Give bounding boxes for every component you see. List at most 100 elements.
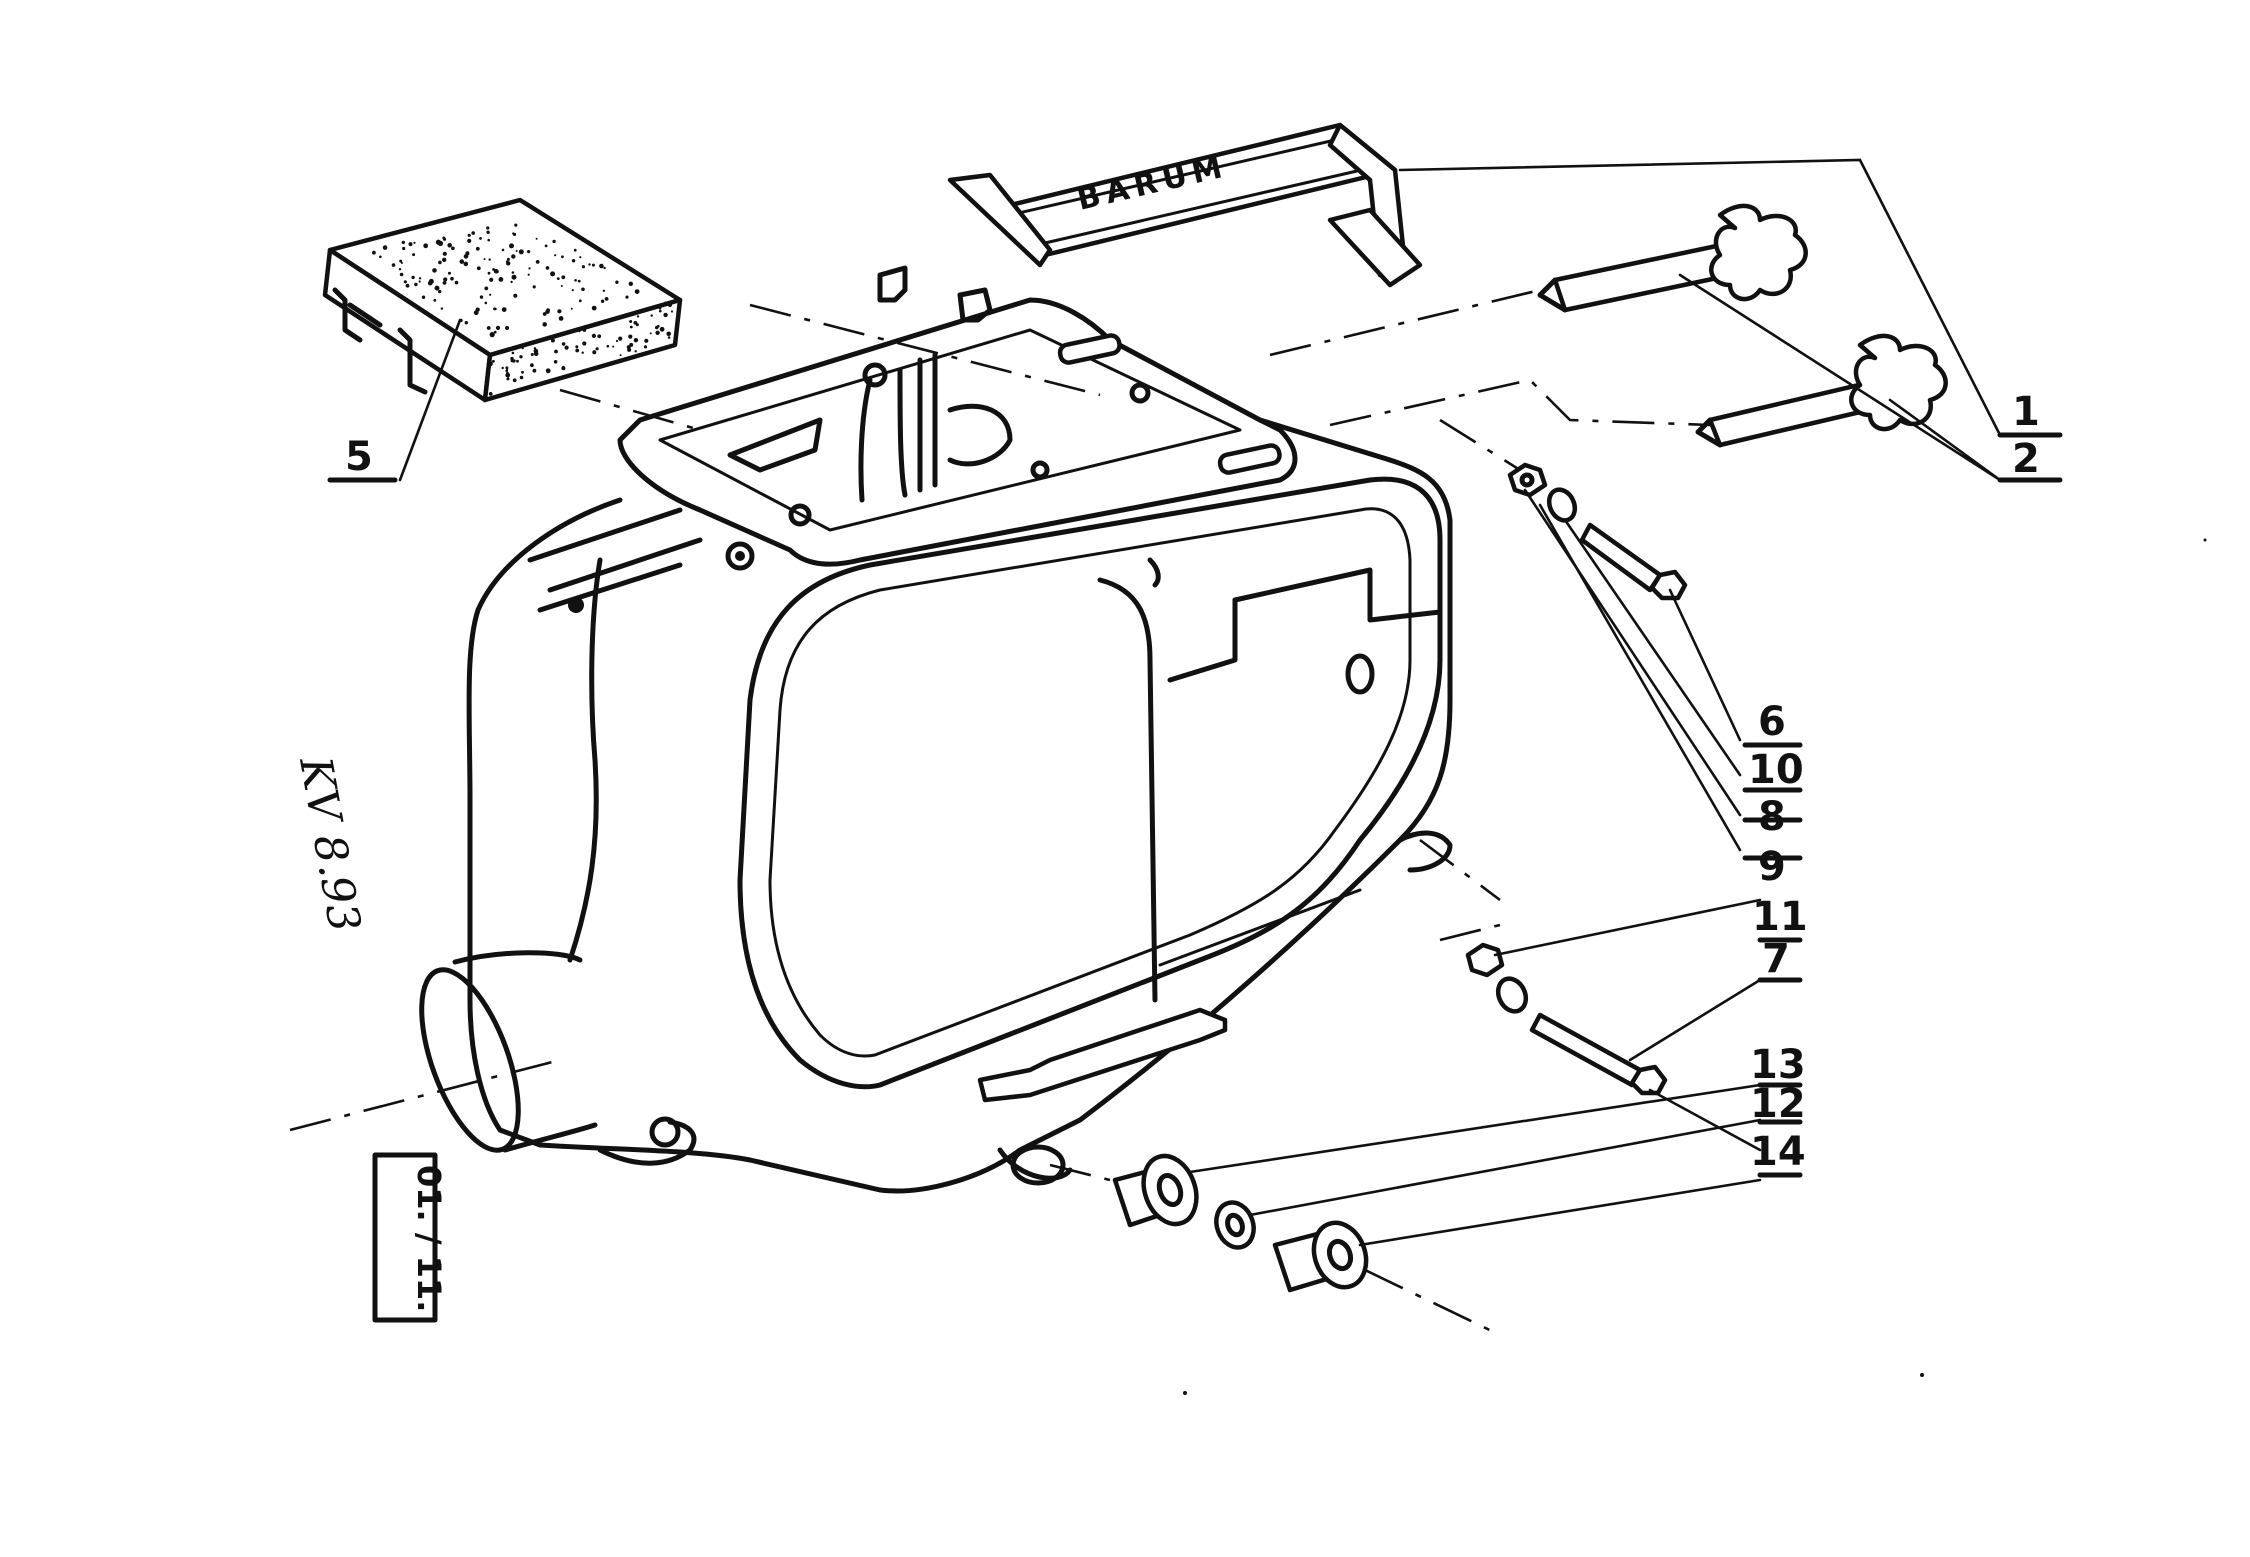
filter-speck <box>591 305 597 311</box>
filter-speck <box>546 308 549 311</box>
callout-8: 8 <box>1758 794 1786 840</box>
filter-speck <box>542 322 547 327</box>
filter-speck <box>533 351 539 357</box>
axis-lines <box>289 288 1711 1337</box>
filter-speck <box>467 238 472 243</box>
filter-speck <box>489 293 492 296</box>
filter-speck <box>561 342 566 346</box>
filter-speck <box>414 282 418 287</box>
filter-speck <box>486 326 491 330</box>
callout-14: 14 <box>1750 1129 1806 1175</box>
callout-7: 7 <box>1762 936 1790 982</box>
filter-speck <box>659 326 665 332</box>
barum-bracket: BARUM <box>947 122 1423 288</box>
filter-speck <box>434 285 440 291</box>
filter-speck <box>442 257 447 262</box>
filter-speck <box>487 238 491 242</box>
filter-speck <box>554 349 558 354</box>
filter-speck <box>487 271 491 275</box>
callout-13: 13 <box>1750 1042 1806 1088</box>
filter-speck <box>582 341 587 346</box>
filter-speck <box>450 276 454 281</box>
filter-speck <box>629 342 634 347</box>
filter-speck <box>454 280 459 285</box>
filter-speck <box>492 268 495 271</box>
knob-screw-lower <box>1695 333 1948 448</box>
filter-speck <box>629 325 633 329</box>
filter-speck <box>573 248 577 252</box>
filter-speck <box>628 334 633 339</box>
filter-speck <box>575 348 580 353</box>
filter-speck <box>488 258 491 261</box>
filter-speck <box>527 273 530 276</box>
filter-speck <box>418 280 421 283</box>
filter-speck <box>571 259 576 263</box>
filter-speck <box>577 279 581 283</box>
filter-pad <box>322 197 683 403</box>
filter-speck <box>513 293 518 298</box>
filter-speck <box>511 271 515 274</box>
filter-speck <box>644 338 649 343</box>
filter-speck <box>612 345 615 348</box>
filter-speck <box>464 321 468 325</box>
filter-speck <box>659 309 662 313</box>
callout-11: 11 <box>1752 894 1808 940</box>
filter-speck <box>511 254 516 259</box>
drawing-code-box: 01. / 11. <box>372 1152 448 1323</box>
filter-speck <box>488 361 493 367</box>
filter-speck <box>432 268 437 273</box>
filter-speck <box>413 241 416 244</box>
filter-speck <box>440 307 444 310</box>
filter-speck <box>511 274 517 280</box>
filter-speck <box>372 250 376 255</box>
filter-speck <box>655 325 659 330</box>
filter-speck <box>591 263 595 267</box>
filter-speck <box>521 370 524 374</box>
filter-speck <box>561 366 566 371</box>
filter-speck <box>595 347 599 351</box>
leader-lines <box>398 158 2002 1247</box>
filter-speck <box>581 265 586 269</box>
filter-speck <box>501 248 505 252</box>
filter-speck <box>545 266 550 270</box>
filter-speck <box>473 310 479 316</box>
filter-speck <box>412 253 416 257</box>
handwritten-signature: KV 8.93 <box>289 752 370 936</box>
filter-speck <box>604 297 609 301</box>
filter-speck <box>570 307 573 310</box>
filter-speck <box>560 285 563 287</box>
filter-speck <box>405 283 410 288</box>
filter-speck <box>552 239 556 244</box>
filter-speck <box>495 269 499 274</box>
filter-speckles <box>372 223 676 396</box>
filter-speck <box>581 287 585 292</box>
filter-speck <box>467 233 471 237</box>
filter-speck <box>401 240 405 245</box>
filter-speck <box>428 278 434 284</box>
filter-speck <box>530 353 534 356</box>
filter-speck <box>544 244 548 248</box>
filter-speck <box>634 350 637 353</box>
filter-speck <box>619 354 622 357</box>
filter-speck <box>615 280 619 284</box>
filter-speck <box>518 249 524 255</box>
filter-speck <box>438 289 442 294</box>
filter-speck <box>558 316 564 321</box>
filter-speck <box>564 345 569 350</box>
filter-speck <box>602 289 606 292</box>
filter-speck <box>505 366 509 370</box>
filter-speck <box>532 285 536 289</box>
filter-speck <box>489 277 494 282</box>
filter-speck <box>550 271 556 277</box>
filter-speck <box>579 256 582 259</box>
filter-speck <box>506 377 510 381</box>
filter-speck <box>512 346 517 351</box>
filter-speck <box>512 232 517 236</box>
filter-speck <box>550 338 555 343</box>
filter-speck <box>509 243 514 249</box>
filter-speck <box>673 299 676 302</box>
filter-speck <box>650 314 653 317</box>
filter-speck <box>512 378 517 383</box>
filter-speck <box>505 326 510 330</box>
filter-speck <box>442 251 447 256</box>
